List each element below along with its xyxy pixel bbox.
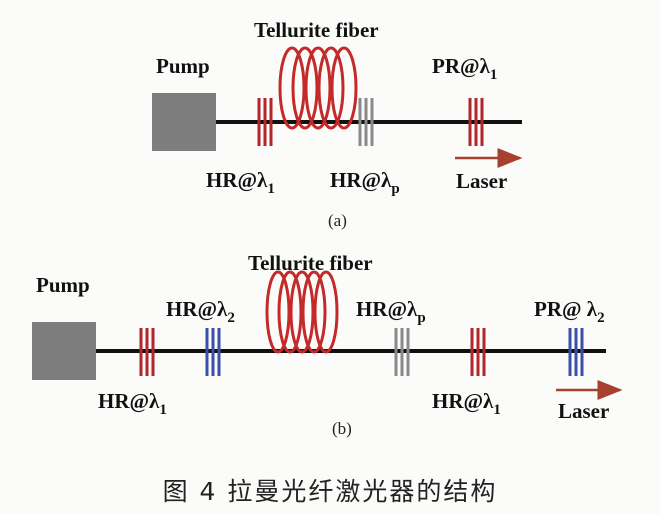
figure-caption: 图 4 拉曼光纤激光器的结构 (162, 477, 498, 506)
pr2-label-b: PR@ λ2 (534, 297, 605, 326)
pump-label-a: Pump (156, 54, 210, 78)
hr2-label-b: HR@λ2 (166, 297, 235, 326)
grating-hr1-right-b (470, 328, 486, 376)
hr1-right-label-b: HR@λ1 (432, 389, 501, 418)
grating-hrp-b (394, 328, 410, 376)
pump-box-b (32, 322, 96, 380)
sublabel-a: (a) (328, 211, 347, 230)
pump-label-b: Pump (36, 273, 90, 297)
hrp-label-a: HR@λp (330, 168, 400, 197)
hr1-label-a: HR@λ1 (206, 168, 275, 197)
fiber-label-b: Tellurite fiber (248, 251, 373, 275)
fiber-coil-b (265, 270, 339, 354)
diagram-a: Pump Tellurite fiber PR@λ1 HR@λ1 HR@λp L… (152, 18, 523, 230)
fiber-coil-a (278, 46, 358, 130)
grating-pr1-a (468, 98, 484, 146)
diagram-b: Pump Tellurite fiber HR@λ2 HR@λp PR@ λ2 … (32, 251, 623, 438)
hr1-left-label-b: HR@λ1 (98, 389, 167, 418)
laser-label-a: Laser (456, 169, 507, 193)
laser-label-b: Laser (558, 399, 609, 423)
grating-hr1-a (257, 98, 273, 146)
grating-pr2-b (568, 328, 584, 376)
grating-hr2-b (205, 328, 221, 376)
pump-box-a (152, 93, 216, 151)
grating-hrp-a (358, 98, 374, 146)
sublabel-b: (b) (332, 419, 352, 438)
fiber-label-a: Tellurite fiber (254, 18, 379, 42)
hrp-label-b: HR@λp (356, 297, 426, 326)
pr1-label-a: PR@λ1 (432, 54, 497, 83)
grating-hr1-left-b (139, 328, 155, 376)
